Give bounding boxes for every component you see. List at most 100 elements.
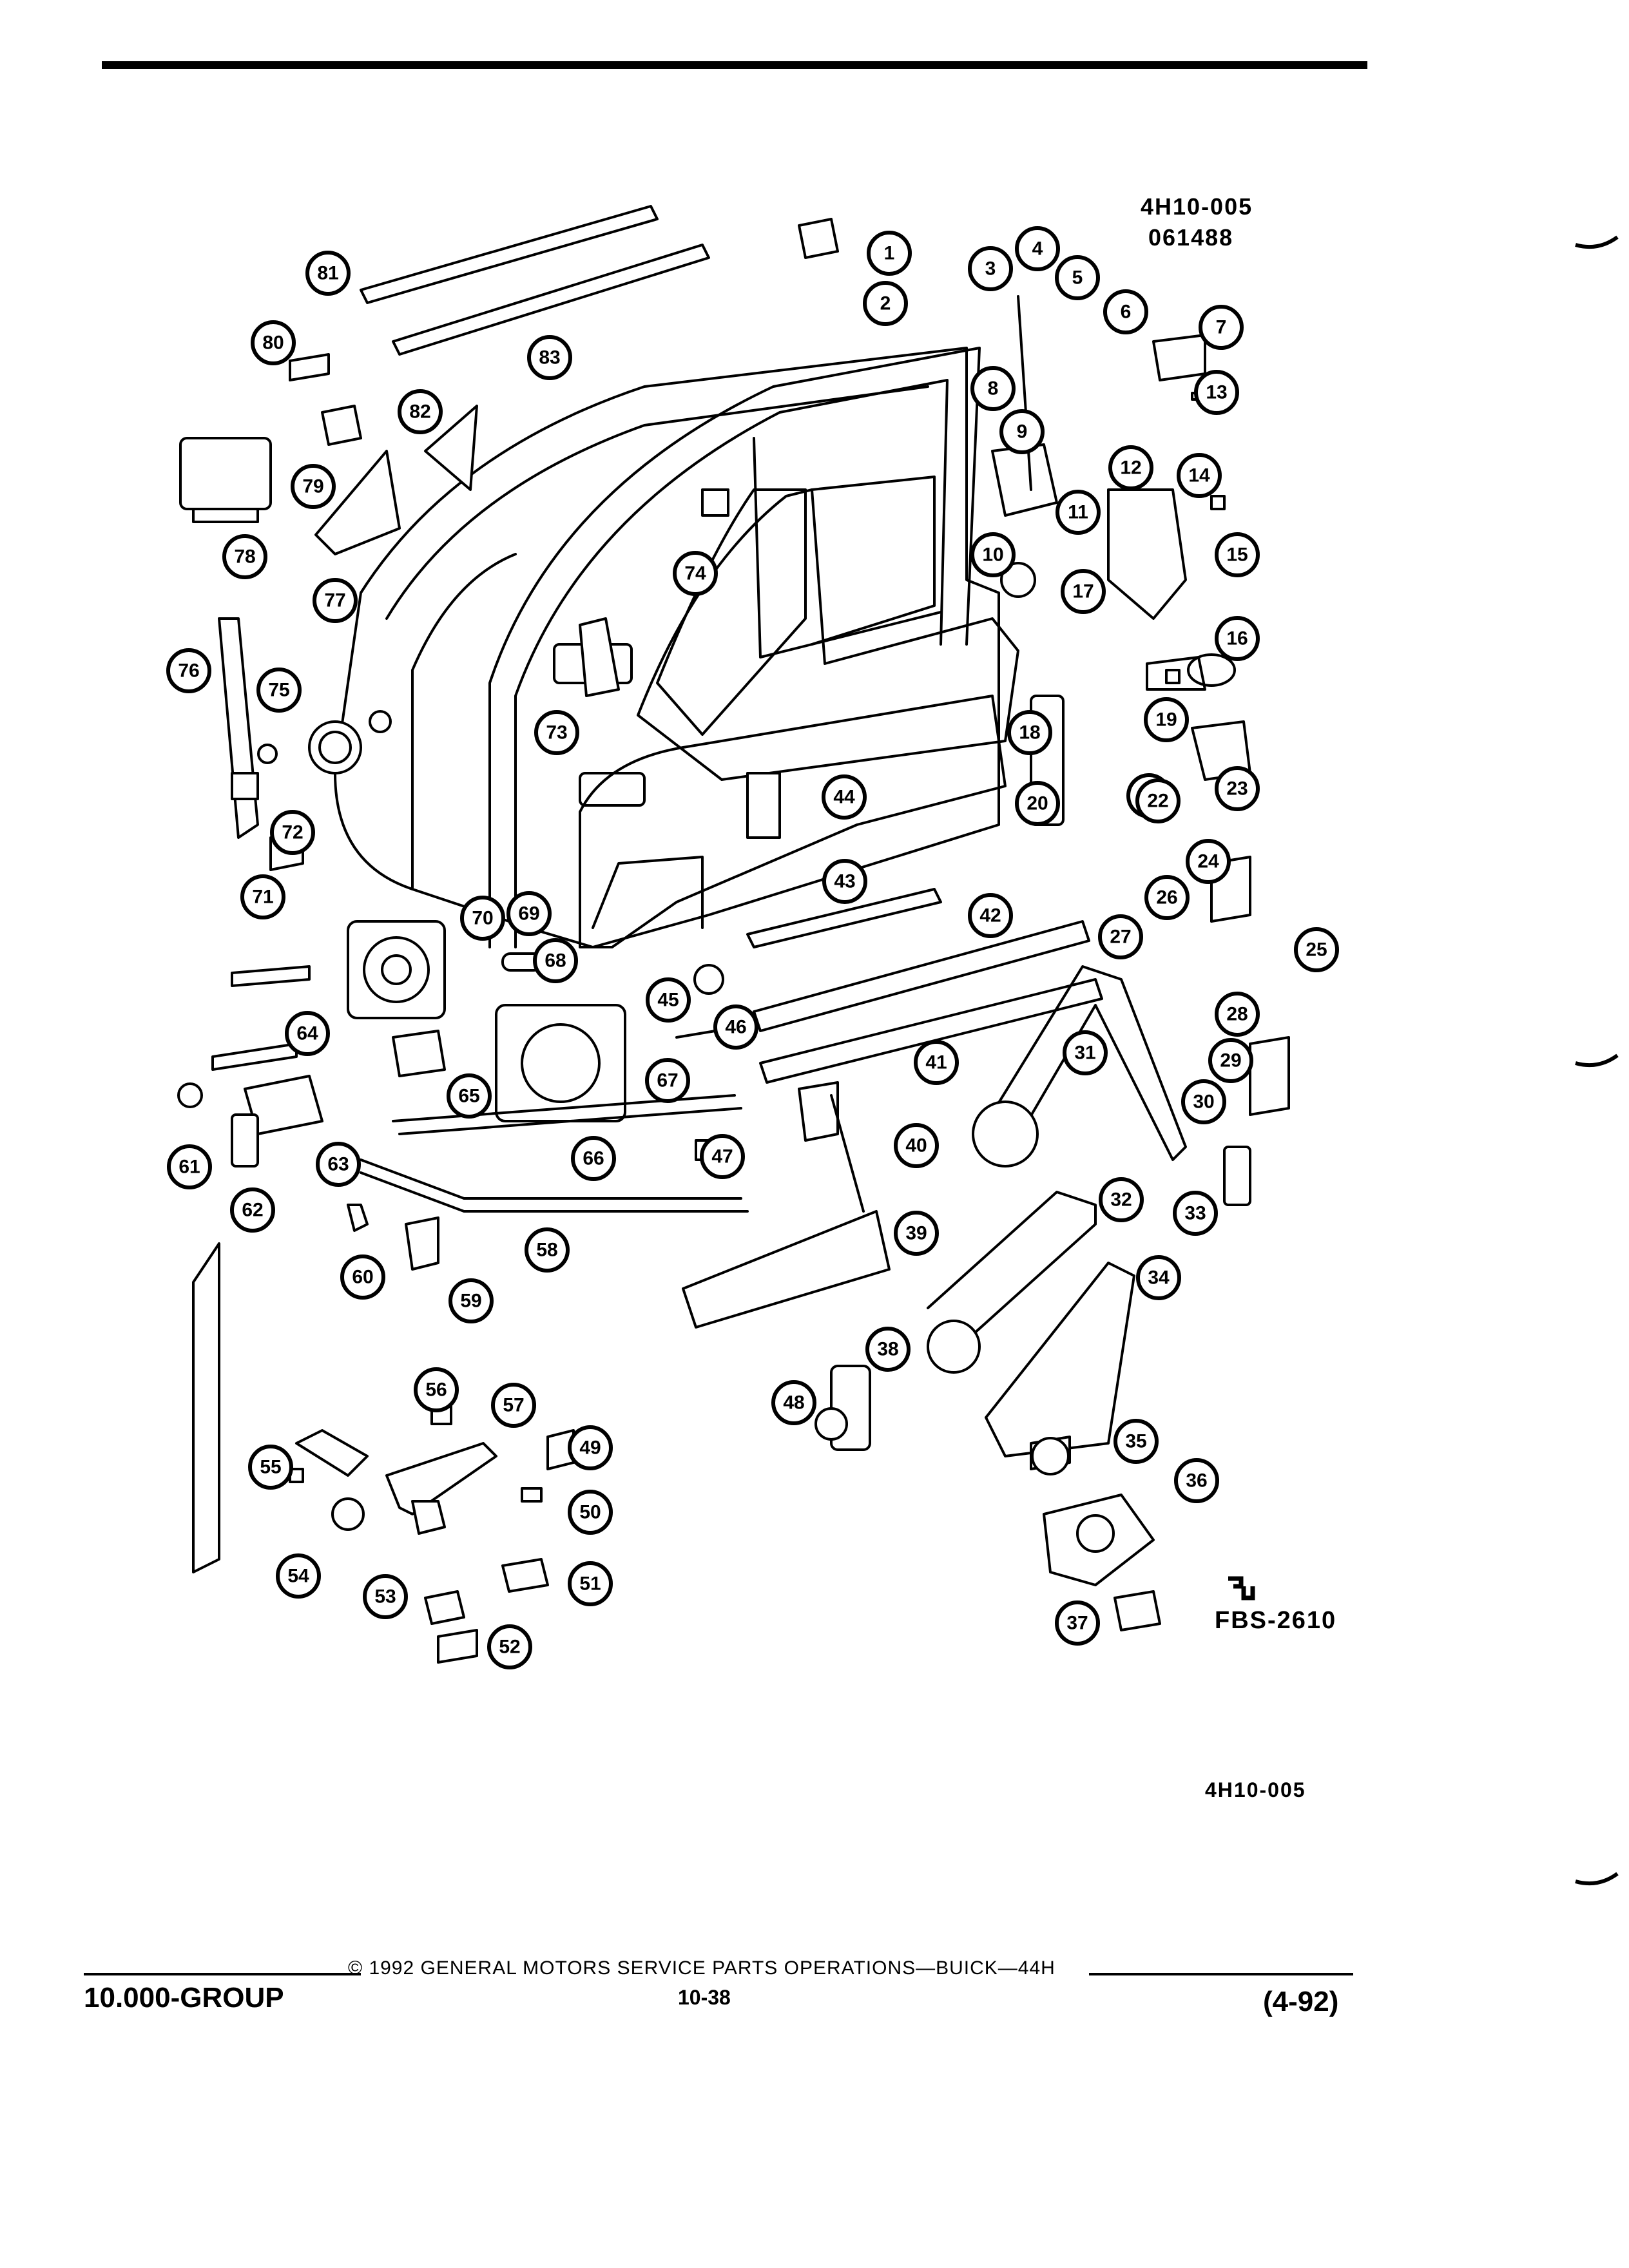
inner-panel xyxy=(579,695,1007,948)
callout-23: 23 xyxy=(1215,766,1260,811)
callout-label: 48 xyxy=(783,1392,804,1414)
callout-label: 52 xyxy=(499,1637,520,1658)
callout-label: 69 xyxy=(518,903,539,925)
callout-48: 48 xyxy=(771,1380,816,1425)
callout-label: 62 xyxy=(242,1200,263,1221)
callout-label: 37 xyxy=(1066,1613,1088,1634)
callout-42: 42 xyxy=(968,893,1013,938)
margin-tick-mark xyxy=(1575,1053,1619,1068)
grommet xyxy=(308,720,362,774)
callout-label: 44 xyxy=(833,787,855,808)
callout-68: 68 xyxy=(533,938,578,983)
revision-code: (4-92) xyxy=(1263,1986,1339,2017)
callout-label: 70 xyxy=(472,908,493,929)
callout-label: 18 xyxy=(1019,722,1040,744)
callout-label: 1 xyxy=(884,243,895,264)
callout-label: 43 xyxy=(834,871,855,892)
callout-label: 64 xyxy=(296,1023,318,1044)
callout-35: 35 xyxy=(1113,1419,1159,1464)
callout-79: 79 xyxy=(291,464,336,509)
callout-label: 81 xyxy=(317,263,338,284)
callout-label: 7 xyxy=(1216,317,1227,338)
callout-61: 61 xyxy=(167,1144,212,1189)
callout-19: 19 xyxy=(1144,697,1189,742)
callout-label: 68 xyxy=(545,950,566,972)
callout-4: 4 xyxy=(1015,226,1060,271)
power-relay-module xyxy=(179,437,272,523)
callout-59: 59 xyxy=(448,1278,494,1323)
callout-label: 46 xyxy=(725,1017,746,1038)
callout-label: 8 xyxy=(988,378,999,399)
callout-28: 28 xyxy=(1215,992,1260,1037)
callout-label: 19 xyxy=(1155,709,1177,731)
callout-78: 78 xyxy=(222,534,267,579)
callout-71: 71 xyxy=(240,874,285,919)
callout-label: 57 xyxy=(503,1395,524,1416)
callout-74: 74 xyxy=(673,551,718,596)
window-frame xyxy=(488,347,981,948)
callout-label: 67 xyxy=(657,1070,678,1091)
callout-22: 22 xyxy=(1135,778,1181,823)
callout-label: 51 xyxy=(579,1573,601,1595)
callout-label: 12 xyxy=(1120,457,1141,479)
window-regulator-manual xyxy=(927,1191,1135,1457)
callout-36: 36 xyxy=(1174,1458,1219,1503)
callout-label: 36 xyxy=(1186,1470,1207,1492)
callout-1: 1 xyxy=(867,231,912,276)
callout-label: 6 xyxy=(1121,302,1132,323)
window-glass xyxy=(637,488,1019,781)
callout-label: 75 xyxy=(268,680,289,701)
callout-67: 67 xyxy=(645,1058,690,1103)
callout-label: 45 xyxy=(657,990,679,1011)
speaker-assembly xyxy=(347,920,626,1122)
callout-label: 3 xyxy=(985,258,996,280)
fbs-code: FBS-2610 xyxy=(1215,1607,1337,1634)
callout-label: 53 xyxy=(374,1586,396,1608)
callout-52: 52 xyxy=(487,1624,532,1669)
inside-handle-assembly xyxy=(192,1242,497,1573)
callout-7: 7 xyxy=(1199,305,1244,350)
page-number: 10-38 xyxy=(678,1986,731,2009)
mirror-patch xyxy=(314,405,478,555)
callout-82: 82 xyxy=(398,389,443,434)
callout-label: 23 xyxy=(1226,778,1248,800)
callout-9: 9 xyxy=(999,409,1045,454)
door-latch xyxy=(1107,488,1187,620)
callout-label: 65 xyxy=(458,1086,479,1107)
callout-49: 49 xyxy=(568,1425,613,1470)
callout-label: 61 xyxy=(178,1157,200,1178)
lock-cylinder xyxy=(1146,653,1236,691)
callout-label: 11 xyxy=(1068,502,1088,523)
callout-label: 4 xyxy=(1032,238,1043,260)
callout-8: 8 xyxy=(970,366,1016,411)
callout-label: 78 xyxy=(234,546,255,568)
callout-label: 63 xyxy=(327,1154,349,1175)
callout-label: 42 xyxy=(979,905,1001,927)
margin-tick-mark xyxy=(1575,235,1619,249)
callout-81: 81 xyxy=(305,251,351,296)
door-shell xyxy=(334,347,1000,948)
drawing-reference: 4H10-005 xyxy=(1205,1778,1306,1802)
callout-label: 72 xyxy=(282,822,303,843)
callout-31: 31 xyxy=(1063,1030,1108,1075)
callout-66: 66 xyxy=(571,1136,616,1181)
callout-39: 39 xyxy=(894,1211,939,1256)
callout-55: 55 xyxy=(248,1445,293,1490)
callout-label: 47 xyxy=(711,1146,733,1168)
callout-32: 32 xyxy=(1099,1177,1144,1222)
callout-label: 77 xyxy=(324,590,345,611)
callout-33: 33 xyxy=(1173,1191,1218,1236)
callout-label: 55 xyxy=(260,1457,281,1478)
callout-label: 26 xyxy=(1156,887,1177,908)
top-rule xyxy=(102,61,1367,69)
callout-3: 3 xyxy=(968,246,1013,291)
callout-label: 28 xyxy=(1226,1004,1248,1025)
callout-16: 16 xyxy=(1215,616,1260,661)
callout-label: 60 xyxy=(352,1267,373,1288)
callout-label: 34 xyxy=(1148,1267,1170,1289)
callout-label: 50 xyxy=(579,1502,601,1523)
callout-47: 47 xyxy=(700,1134,745,1179)
callout-53: 53 xyxy=(363,1574,408,1619)
